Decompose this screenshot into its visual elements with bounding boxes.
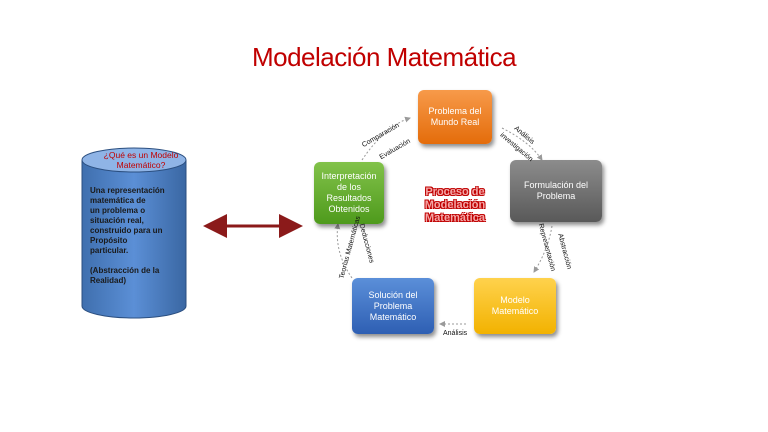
node-model-label: Modelo Matemático	[491, 295, 539, 316]
process-label: Proceso de Modelación Matemática	[424, 186, 486, 224]
arrow-solution-to-interpretation	[334, 223, 353, 279]
page-title: Modelación Matemática	[251, 42, 517, 72]
node-solution-label: Solución del Problema Matemático	[368, 289, 418, 322]
arrow-interpretation-to-real	[361, 116, 411, 161]
arrow-formulation-to-model	[533, 225, 553, 273]
node-real-problem-label: Problema del Mundo Real	[428, 106, 482, 127]
node-interpretation-label: Interpretación de los Resultados Obtenid…	[321, 171, 377, 214]
node-solution: Solución del Problema Matemático	[352, 278, 434, 334]
model-question: ¿Qué es un Modelo Matemático?	[103, 150, 179, 170]
node-interpretation: Interpretación de los Resultados Obtenid…	[314, 162, 384, 224]
node-model: Modelo Matemático	[474, 278, 556, 334]
node-formulation: Formulación del Problema	[510, 160, 602, 222]
node-real-problem: Problema del Mundo Real	[418, 90, 492, 144]
model-definition: Una representación matemática de un prob…	[90, 186, 165, 285]
arrow-real-to-formulation	[501, 127, 543, 161]
cylinder-shape	[81, 147, 187, 319]
node-formulation-label: Formulación del Problema	[523, 180, 589, 201]
edge-label-analisis-2: Análisis	[443, 330, 468, 337]
